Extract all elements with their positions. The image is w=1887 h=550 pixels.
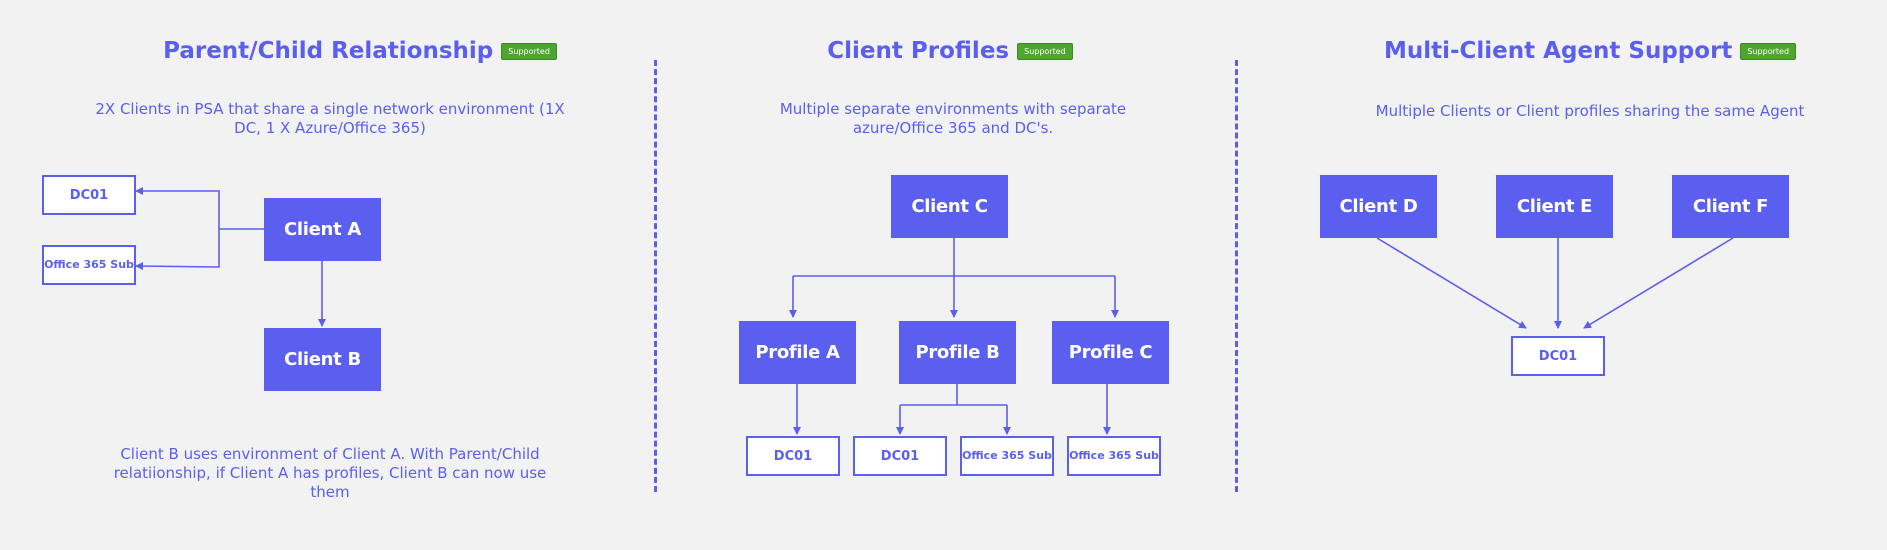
connector-bracket-to-office365 [135, 229, 220, 271]
node-dc01: DC01 [42, 175, 136, 215]
node-client-b: Client B [264, 328, 381, 391]
panel-title-text: Client Profiles [827, 38, 1010, 64]
connector-client-f-to-dc01 [1583, 237, 1734, 329]
node-profile-c: Profile C [1052, 321, 1169, 384]
node-client-e: Client E [1496, 175, 1613, 238]
node-dc01: DC01 [1511, 336, 1605, 376]
node-profile-a-dc01: DC01 [746, 436, 840, 476]
node-client-d: Client D [1320, 175, 1437, 238]
node-client-f: Client F [1672, 175, 1789, 238]
node-office365-sub: Office 365 Sub [42, 245, 136, 285]
panel-description: Multiple Clients or Client profiles shar… [1375, 102, 1805, 120]
node-profile-a: Profile A [739, 321, 856, 384]
panel-title-multi-client: Multi-Client Agent Support Supported [1380, 34, 1800, 68]
supported-badge: Supported [501, 42, 557, 60]
connector-bracket-to-dc01 [135, 187, 220, 229]
panel-description: Multiple separate environments with sepa… [779, 100, 1127, 137]
section-divider-1 [654, 60, 657, 492]
connector-client-d-to-dc01 [1376, 237, 1527, 329]
node-client-c: Client C [891, 175, 1008, 238]
node-profile-b-dc01: DC01 [853, 436, 947, 476]
panel-title-text: Parent/Child Relationship [163, 38, 494, 64]
node-profile-b: Profile B [899, 321, 1016, 384]
node-client-a: Client A [264, 198, 381, 261]
section-divider-2 [1235, 60, 1238, 492]
panel-footer-note: Client B uses environment of Client A. W… [113, 445, 547, 501]
panel-title-text: Multi-Client Agent Support [1383, 38, 1733, 64]
node-profile-c-office365-sub: Office 365 Sub [1067, 436, 1161, 476]
panel-title-parent-child: Parent/Child Relationship Supported [150, 34, 570, 68]
supported-badge: Supported [1017, 42, 1073, 60]
panel-title-client-profiles: Client Profiles Supported [800, 34, 1100, 68]
supported-badge: Supported [1740, 42, 1797, 60]
panel-description: 2X Clients in PSA that share a single ne… [95, 100, 565, 137]
node-profile-b-office365-sub: Office 365 Sub [960, 436, 1054, 476]
